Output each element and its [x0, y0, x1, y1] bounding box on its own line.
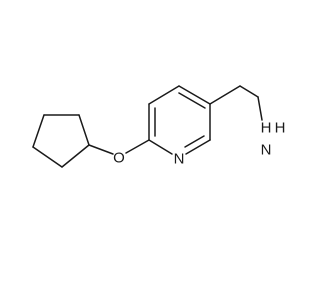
ring-nitrogen-label: N [174, 151, 185, 168]
bond-c3-ch2 [209, 85, 241, 105]
amine-bond-extension [257, 96, 263, 121]
bond-ch2-nh2 [257, 96, 263, 121]
amine-hydrogen-label-2: H [275, 120, 286, 137]
oxygen-label: O [113, 150, 125, 167]
bond-c2-n1-inner [184, 135, 205, 148]
bond-c4-c3 [178, 85, 211, 105]
molecule-canvas: O N N H H [32, 85, 285, 168]
bond-ch2-n [239, 85, 259, 98]
ether-linkage [88, 139, 150, 155]
bond-c5-c4 [148, 85, 180, 105]
bond-c4-c3-inner [178, 92, 206, 109]
bond-n1-c6 [148, 139, 173, 155]
bond-cp3 [32, 114, 45, 148]
cyclopentane-ring [32, 114, 90, 168]
amine-hydrogen-label-1: H [261, 120, 272, 137]
bond-o-c6 [125, 139, 150, 154]
atom-labels: O N N H H [113, 120, 285, 168]
bond-c2-n1 [185, 139, 211, 155]
pyridine-ring [148, 85, 211, 155]
bond-cp-o [88, 144, 114, 155]
aminomethyl-group [209, 85, 259, 105]
structure-diagram: O N N H H [32, 85, 285, 168]
bond-cp4 [32, 146, 63, 168]
amine-nitrogen-label: N [261, 142, 272, 159]
bond-cp1 [78, 114, 90, 146]
bond-cp5 [61, 144, 90, 168]
